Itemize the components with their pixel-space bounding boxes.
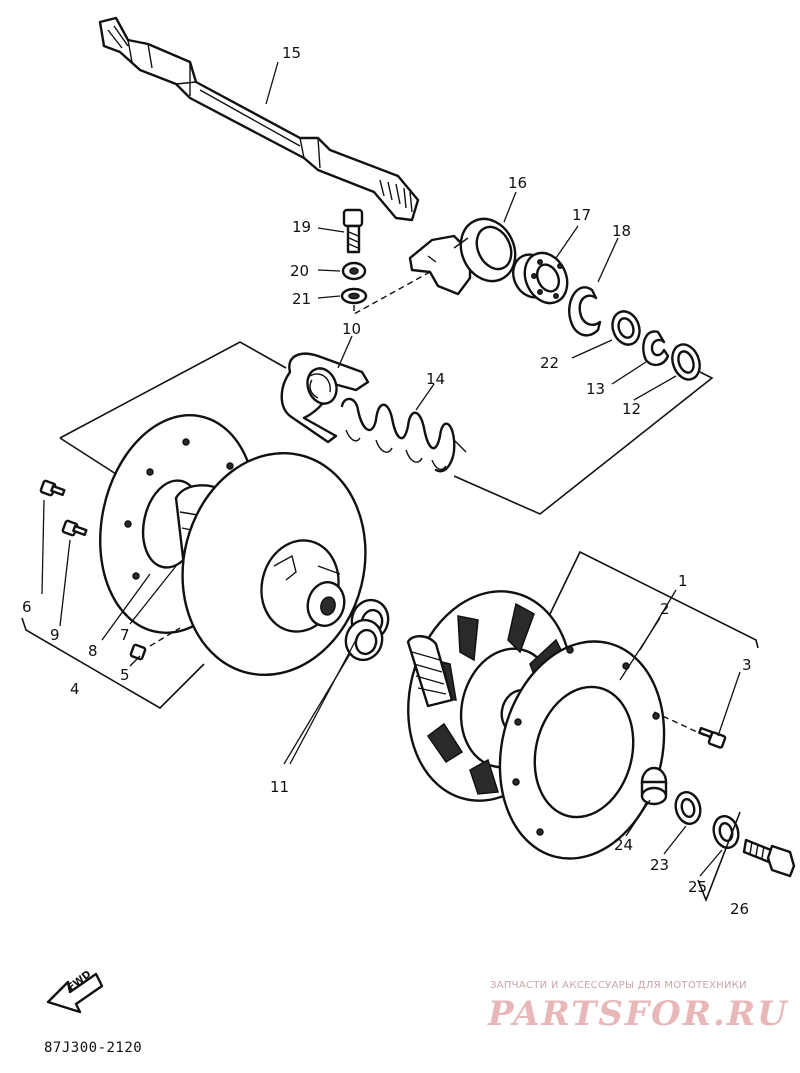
part-20-washer [341, 261, 367, 281]
watermark-brand: PARTSFOR.RU [488, 994, 789, 1034]
part-25-washer [712, 815, 740, 849]
fwd-arrow-icon [46, 972, 104, 1014]
callout-26: 26 [730, 900, 749, 918]
callout-labels: 15 16 17 18 19 20 21 10 14 22 13 12 6 9 … [22, 44, 752, 918]
part-10-cam [280, 352, 370, 444]
callout-13: 13 [586, 380, 605, 398]
leader-lines [41, 61, 741, 877]
group-bracket-upper-left [59, 437, 117, 475]
part-14-spring [340, 397, 467, 473]
part-12-washer [671, 343, 701, 381]
callout-9: 9 [50, 626, 60, 644]
part-6-bolt [39, 479, 66, 497]
callout-22: 22 [540, 354, 559, 372]
part-16-bracket [408, 217, 517, 296]
callout-8: 8 [88, 642, 98, 660]
callout-10: 10 [342, 320, 361, 338]
callout-6: 6 [22, 598, 32, 616]
callout-4: 4 [70, 680, 80, 698]
part-5-bolt [129, 643, 147, 661]
callout-20: 20 [290, 262, 309, 280]
part-24-spacer [640, 766, 668, 806]
callout-16: 16 [508, 174, 527, 192]
part-19-bolt [342, 208, 364, 254]
callout-15: 15 [282, 44, 301, 62]
part-9-bolt [61, 519, 88, 537]
part-3-bolt [698, 726, 727, 749]
diagram-code: 87J300-2120 [44, 1040, 143, 1056]
part-11-collars [344, 598, 390, 662]
group-bracket-upper-right [453, 371, 714, 515]
part-21-washer [340, 287, 368, 305]
group-bracket-bottom-right [697, 811, 741, 903]
callout-19: 19 [292, 218, 311, 236]
callout-17: 17 [572, 206, 591, 224]
callout-14: 14 [426, 370, 445, 388]
callout-7: 7 [120, 626, 130, 644]
callout-25: 25 [688, 878, 707, 896]
group-bracket-lower-left [21, 617, 205, 710]
part-18-circlip [568, 286, 602, 337]
part-23-washer [674, 791, 702, 825]
group-bracket-upper [59, 341, 287, 439]
callout-1: 1 [678, 572, 688, 590]
callout-3: 3 [742, 656, 752, 674]
part-15-shaft [98, 16, 420, 222]
group-bracket-lower-right [549, 550, 759, 649]
part-13-clip [642, 330, 670, 367]
callout-23: 23 [650, 856, 669, 874]
part-4-sheave [181, 451, 367, 677]
part-22-washer [611, 310, 641, 346]
assembly-guide-line [353, 271, 431, 316]
part-17-bearing [512, 251, 569, 305]
assembly-guide-line-5 [149, 627, 181, 647]
part-26-bolt [742, 838, 796, 878]
callout-18: 18 [612, 222, 631, 240]
callout-11: 11 [270, 778, 289, 796]
callout-2: 2 [660, 600, 670, 618]
watermark-tagline: ЗАПЧАСТИ И АКСЕССУАРЫ ДЛЯ МОТОТЕХНИКИ [490, 980, 747, 991]
part-2-cover-plate [498, 640, 666, 860]
callout-12: 12 [622, 400, 641, 418]
callout-24: 24 [614, 836, 633, 854]
callout-21: 21 [292, 290, 311, 308]
callout-5: 5 [120, 666, 130, 684]
